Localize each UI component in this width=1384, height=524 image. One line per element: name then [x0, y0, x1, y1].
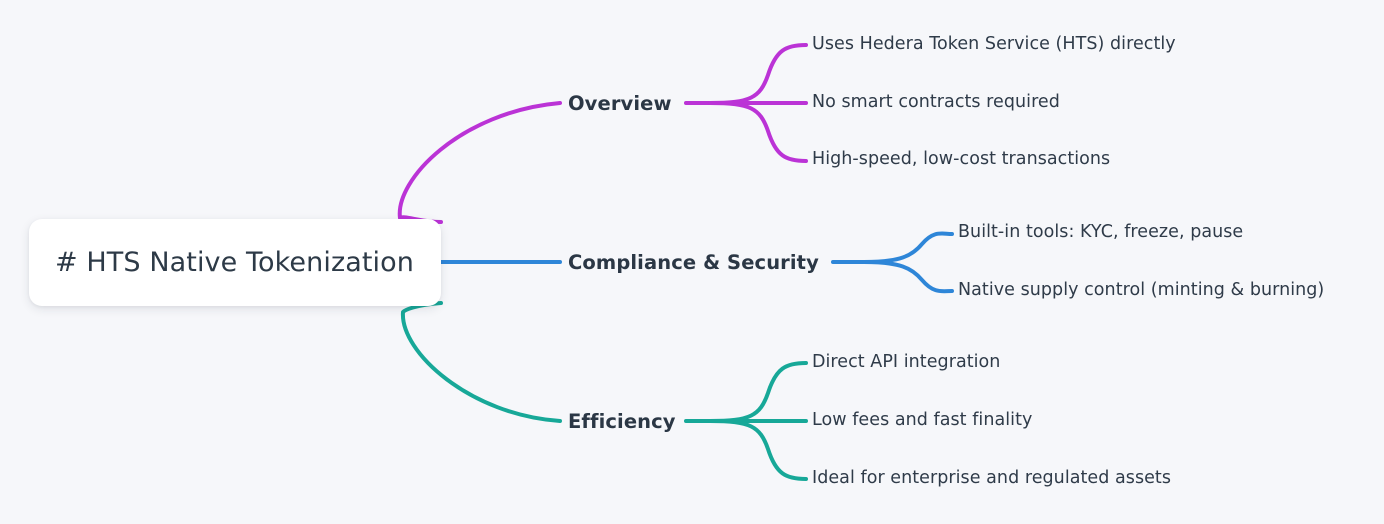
- branch-label-1[interactable]: Compliance & Security: [568, 251, 819, 274]
- edge-efficiency-leaf-1: [708, 361, 808, 423]
- edge-efficiency-leaf-3: [708, 419, 808, 481]
- edge-overview-leaf-1: [708, 43, 808, 105]
- leaf-label-1-0[interactable]: Built-in tools: KYC, freeze, pause: [958, 222, 1244, 242]
- edge-root-to-overview: [397, 101, 562, 224]
- leaf-label-2-2[interactable]: Ideal for enterprise and regulated asset…: [812, 468, 1172, 488]
- leaf-label-2-0[interactable]: Direct API integration: [812, 352, 1001, 372]
- branch-label-0[interactable]: Overview: [568, 92, 672, 115]
- leaf-label-0-0[interactable]: Uses Hedera Token Service (HTS) directly: [812, 34, 1176, 54]
- leaf-label-0-2[interactable]: High-speed, low-cost transactions: [812, 149, 1111, 169]
- root-node[interactable]: # HTS Native Tokenization: [29, 219, 441, 306]
- edge-compliance-leaf-1: [862, 231, 954, 264]
- leaf-label-0-1[interactable]: No smart contracts required: [812, 92, 1060, 112]
- leaf-label-2-1[interactable]: Low fees and fast finality: [812, 410, 1033, 430]
- edge-overview-leaf-3: [708, 101, 808, 163]
- edge-root-to-efficiency: [400, 301, 562, 423]
- leaf-label-1-1[interactable]: Native supply control (minting & burning…: [958, 280, 1325, 300]
- root-node-label: # HTS Native Tokenization: [55, 247, 414, 278]
- branch-label-2[interactable]: Efficiency: [568, 410, 676, 433]
- edge-compliance-leaf-2: [862, 260, 954, 294]
